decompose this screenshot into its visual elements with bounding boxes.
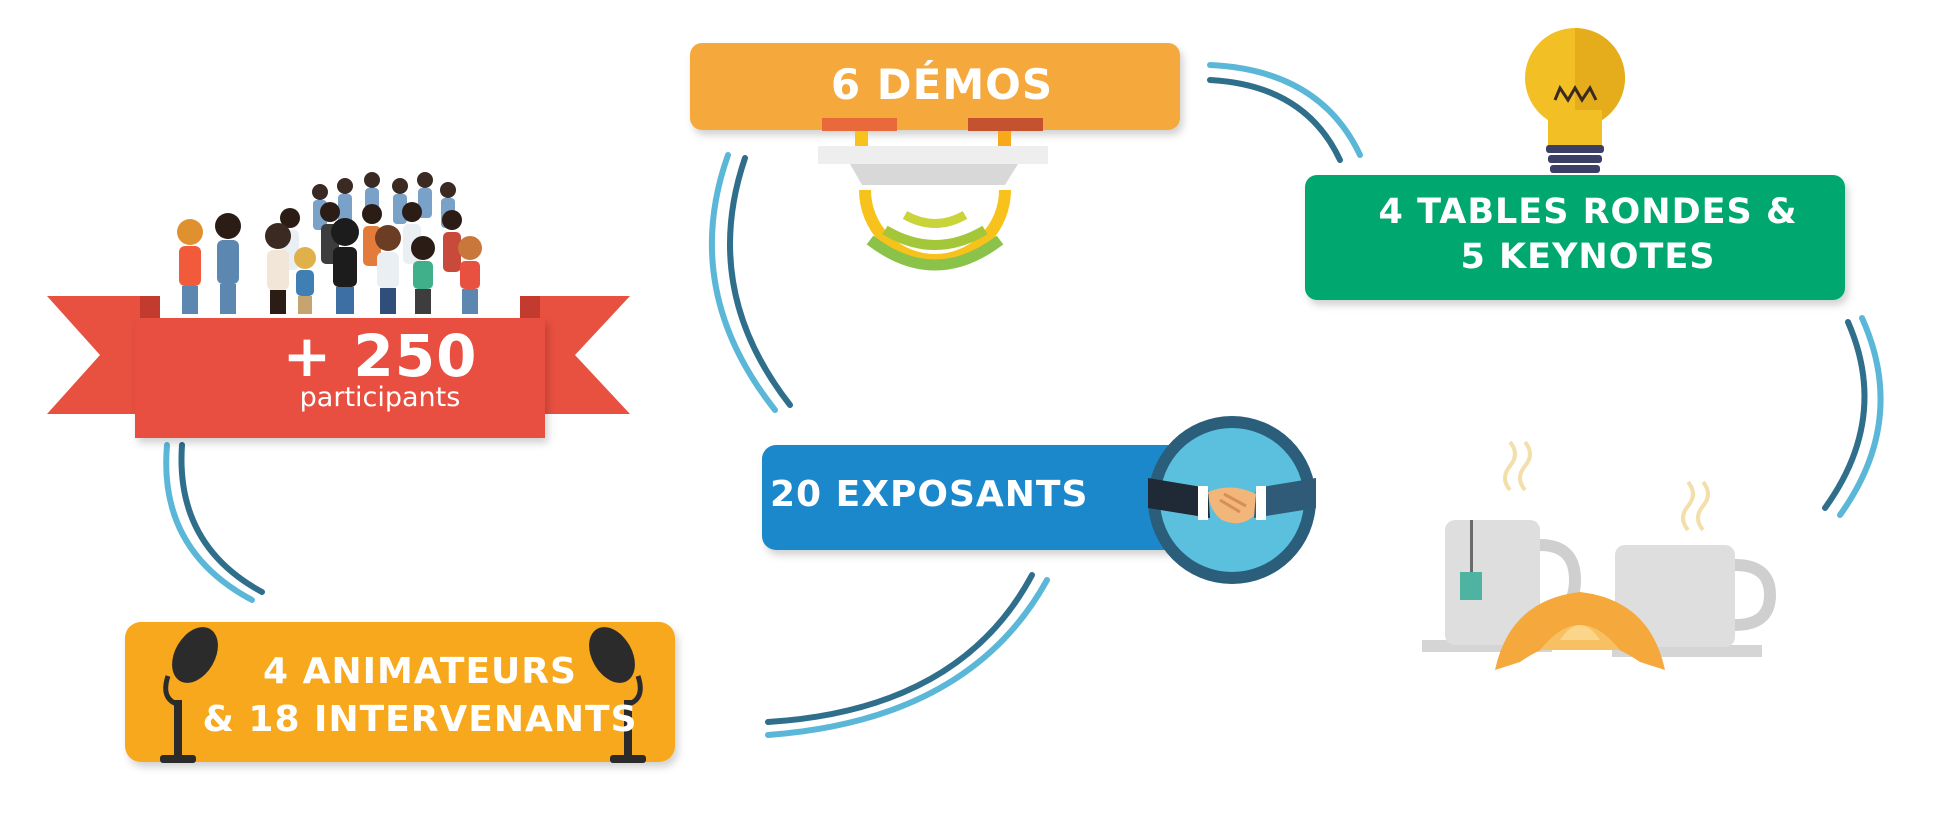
crowd-icon — [177, 172, 482, 314]
tables-line-2: 5 KEYNOTES — [1460, 237, 1716, 277]
participants-label: participants — [299, 382, 461, 413]
arc-demos-to-tables — [1207, 62, 1363, 163]
ribbon-right-tail — [540, 296, 630, 414]
arc-demos-to-exposants — [708, 152, 793, 413]
demos-box — [690, 43, 1180, 130]
ribbon-left-tail — [47, 296, 140, 414]
handshake-icon — [1148, 416, 1316, 584]
animateurs-line-1: 4 ANIMATEURS — [263, 651, 577, 692]
tables-line-1: 4 TABLES RONDES & — [1378, 192, 1798, 232]
exposants-box — [762, 445, 1182, 550]
connector-arcs — [163, 62, 1884, 738]
animateurs-label: 4 ANIMATEURS & 18 INTERVENANTS — [160, 648, 680, 744]
animateurs-box — [125, 622, 675, 762]
tables-keynotes-label: 4 TABLES RONDES & 5 KEYNOTES — [1318, 190, 1858, 280]
demos-label: 6 DÉMOS — [830, 60, 1054, 109]
coffee-croissant-icon — [1422, 440, 1777, 670]
microphone-icon — [160, 627, 218, 763]
participants-count: + 250 — [282, 322, 478, 390]
demos-block — [690, 43, 1180, 271]
animateurs-line-2: & 18 INTERVENANTS — [202, 699, 638, 740]
lightbulb-icon — [1525, 28, 1625, 173]
tables-keynotes-block — [1305, 28, 1845, 300]
arc-tables-to-coffee — [1822, 315, 1884, 518]
microphone-icon — [589, 627, 646, 763]
tables-box — [1305, 175, 1845, 300]
arc-exposants-to-animateurs — [765, 572, 1050, 738]
animateurs-block — [125, 622, 675, 763]
arc-participants-to-animateurs — [163, 442, 265, 603]
ribbon-banner — [135, 318, 545, 438]
drone-signal-icon — [818, 118, 1048, 271]
exposants-block — [762, 416, 1316, 584]
exposants-label: 20 EXPOSANTS — [770, 474, 1089, 515]
participants-ribbon — [47, 296, 630, 438]
